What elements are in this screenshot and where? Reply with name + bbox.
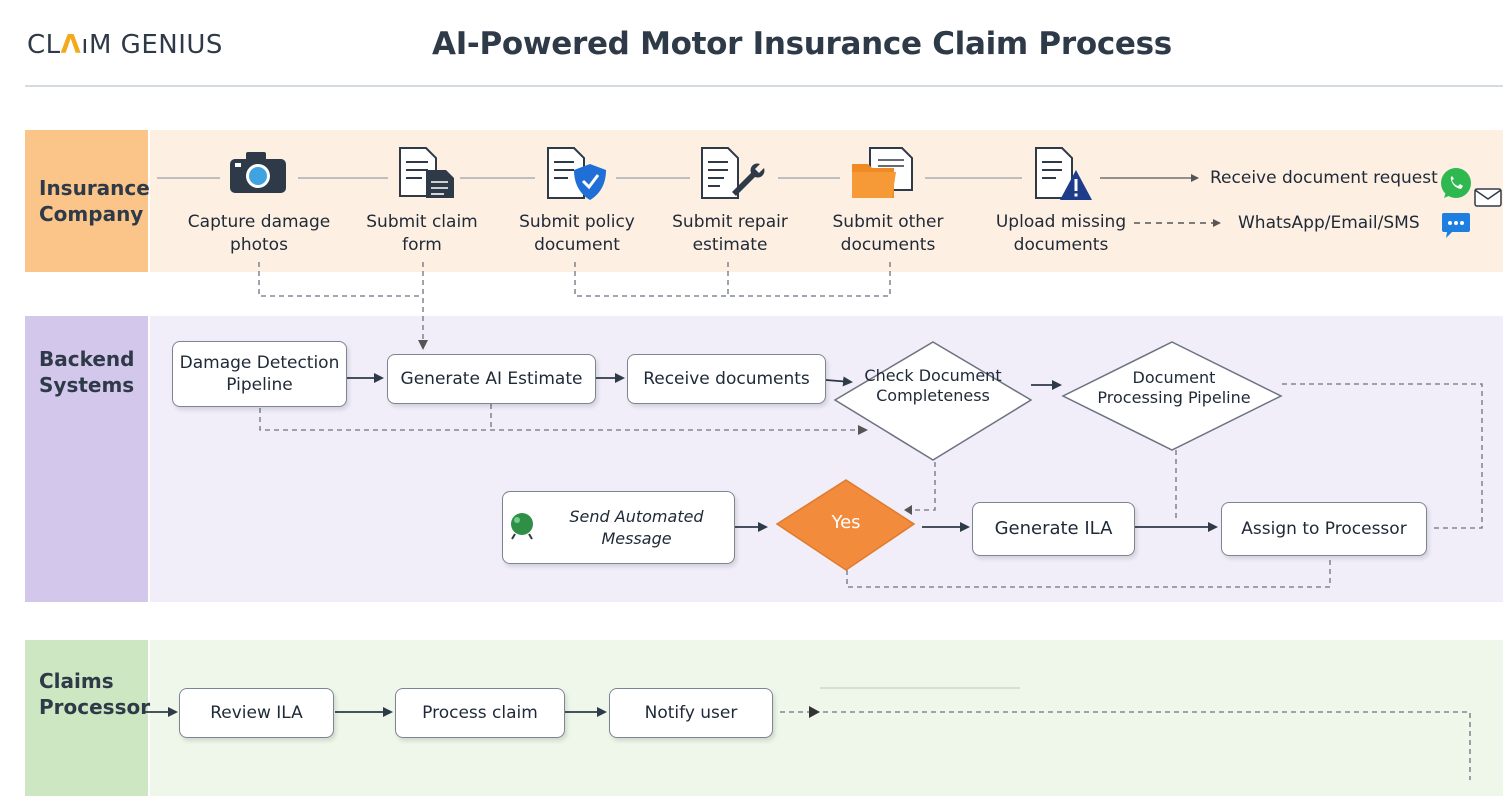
process-claim: Process claim (395, 688, 565, 738)
step-submit-policy: Submit policy document (519, 212, 635, 255)
camera-icon (230, 152, 286, 193)
lane-label-processor: Claims Processor (25, 640, 150, 796)
step-upload-missing-docs: Upload missing documents (995, 212, 1127, 255)
lane-label-insurance: Insurance Company (25, 130, 150, 272)
whatsapp-icon (1441, 168, 1471, 198)
yes-decision-diamond (775, 479, 916, 571)
sms-icon (1442, 213, 1470, 238)
folder-icon (852, 147, 913, 198)
review-ila: Review ILA (179, 688, 334, 738)
check-completeness-label: Check Document Completeness (864, 366, 1002, 405)
send-automated-message: Send Automated Message (502, 491, 735, 564)
damage-detection-pipeline: Damage Detection Pipeline (172, 341, 347, 407)
header-divider (25, 85, 1503, 87)
logo: CLΛıM GENIUS (27, 30, 223, 60)
form-document-icon (399, 147, 454, 198)
lane-claims-processor (150, 640, 1503, 796)
generate-ai-estimate: Generate AI Estimate (387, 354, 596, 404)
step-capture-photos: Capture damage photos (187, 212, 331, 255)
lane-label-backend: Backend Systems (25, 316, 148, 602)
shield-document-icon (547, 147, 606, 200)
generate-ila: Generate ILA (972, 502, 1135, 556)
notify-user: Notify user (609, 688, 773, 738)
email-icon (1474, 188, 1502, 207)
check-completeness-diamond (833, 341, 1033, 461)
doc-processing-label: Document Processing Pipeline (1097, 368, 1251, 407)
lane-insurance-company (150, 130, 1503, 272)
step-submit-claim-form: Submit claim form (366, 212, 478, 255)
receive-documents: Receive documents (627, 354, 826, 404)
alarm-clock-icon (511, 513, 533, 540)
assign-to-processor: Assign to Processor (1221, 502, 1427, 556)
send-automated-message-label: Send Automated Message (569, 506, 704, 548)
yes-label: Yes (831, 512, 861, 533)
step-submit-other-docs: Submit other documents (832, 212, 944, 255)
receive-document-request: Receive document request (1210, 168, 1438, 188)
notification-channels: WhatsApp/Email/SMS (1238, 213, 1420, 233)
step-submit-repair-estimate: Submit repair estimate (672, 212, 788, 255)
alert-document-icon (1035, 147, 1092, 200)
page-title: AI-Powered Motor Insurance Claim Process (432, 26, 1172, 62)
doc-processing-diamond (1061, 341, 1283, 451)
header: CLΛıM GENIUS AI-Powered Motor Insurance … (0, 0, 1510, 87)
wrench-document-icon (701, 147, 765, 199)
